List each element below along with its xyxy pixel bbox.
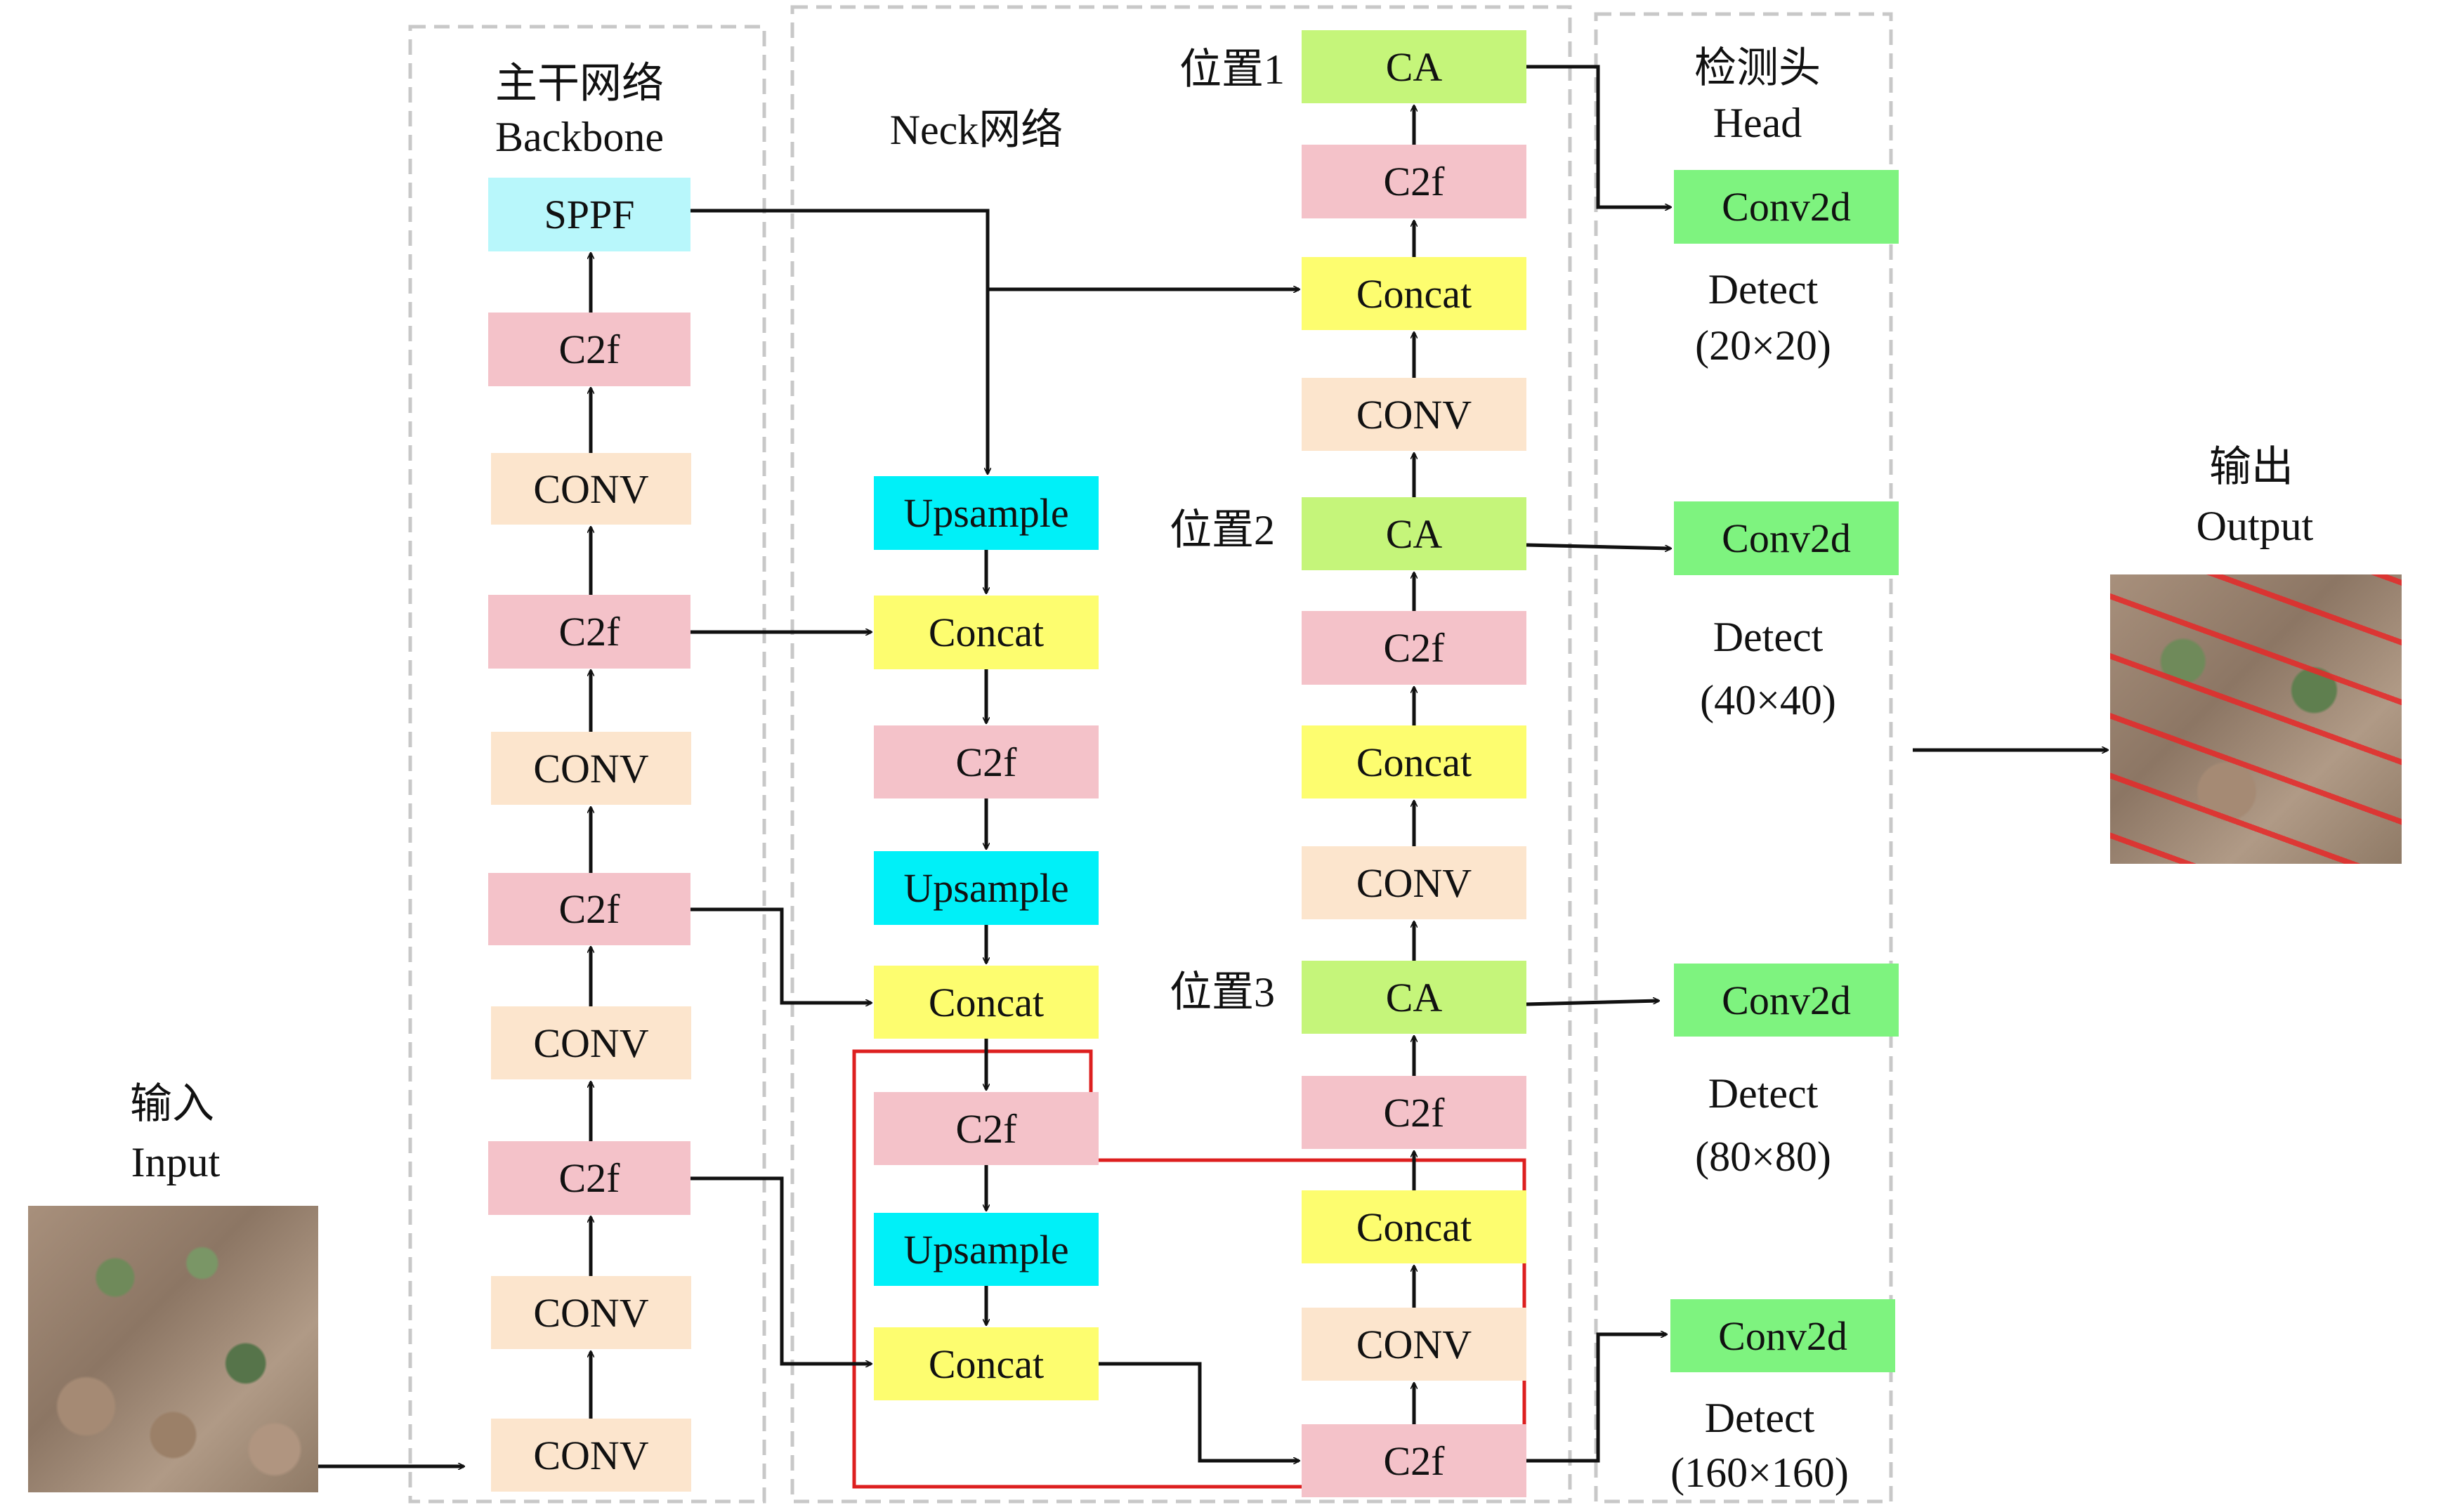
backbone-block-c2f-4: C2f xyxy=(488,1141,690,1215)
neck-ca-3: CA xyxy=(1302,961,1526,1034)
head-conv2d-3: Conv2d xyxy=(1674,964,1899,1037)
neck-c2f-6: C2f xyxy=(1302,1424,1526,1497)
neck-concat-5: Concat xyxy=(1302,725,1526,798)
position-label-1: 位置1 xyxy=(1179,46,1285,93)
input-image xyxy=(28,1206,318,1492)
neck-concat-3: Concat xyxy=(874,1327,1099,1400)
head-title-en: Head xyxy=(1713,100,1802,146)
backbone-title-cn: 主干网络 xyxy=(495,60,664,107)
head-conv2d-4: Conv2d xyxy=(1670,1299,1895,1372)
connection-arrow-21 xyxy=(1099,1362,1299,1461)
detect-size-3: (80×80) xyxy=(1695,1133,1831,1180)
backbone-block-c2f-3: C2f xyxy=(488,873,690,945)
highlight-region xyxy=(852,1049,1526,1489)
head-title-cn: 检测头 xyxy=(1694,45,1821,91)
neck-concat-2: Concat xyxy=(874,966,1099,1039)
position-label-3: 位置3 xyxy=(1170,969,1275,1015)
head-conv2d-2: Conv2d xyxy=(1674,501,1899,575)
neck-concat-1: Concat xyxy=(874,596,1099,669)
connection-arrow-13 xyxy=(690,1176,871,1364)
detect-label-1: Detect xyxy=(1708,266,1819,313)
head-conv2d-1: Conv2d xyxy=(1674,170,1899,244)
neck-c2f-5: C2f xyxy=(1302,1076,1526,1149)
input-label-cn: 输入 xyxy=(130,1081,214,1127)
input-label-en: Input xyxy=(131,1139,221,1185)
detect-size-4: (160×160) xyxy=(1670,1449,1849,1496)
detect-label-2: Detect xyxy=(1713,614,1824,660)
neck-concat-6: Concat xyxy=(1302,1190,1526,1263)
neck-ca-2: CA xyxy=(1302,497,1526,570)
backbone-block-sppf: SPPF xyxy=(488,178,690,251)
detect-size-1: (20×20) xyxy=(1695,322,1831,369)
detect-label-3: Detect xyxy=(1708,1070,1819,1117)
neck-c2f-3: C2f xyxy=(1302,145,1526,218)
connection-arrow-10 xyxy=(690,209,988,473)
neck-conv-2: CONV xyxy=(1302,846,1526,919)
connection-arrow-12 xyxy=(690,907,871,1003)
neck-upsample-1: Upsample xyxy=(874,476,1099,550)
neck-title: Neck网络 xyxy=(889,107,1063,153)
neck-upsample-2: Upsample xyxy=(874,851,1099,925)
output-label-en: Output xyxy=(2196,503,2314,549)
backbone-block-conv-2: CONV xyxy=(491,732,691,805)
connection-arrow-36 xyxy=(1526,543,1670,548)
detect-size-2: (40×40) xyxy=(1700,677,1836,723)
head-group-box xyxy=(1594,12,1893,1504)
neck-conv-3: CONV xyxy=(1302,1308,1526,1381)
detect-label-4: Detect xyxy=(1704,1395,1815,1441)
connection-arrow-37 xyxy=(1526,1001,1658,1006)
neck-ca-1: CA xyxy=(1302,30,1526,103)
backbone-title-en: Backbone xyxy=(495,114,664,160)
backbone-block-conv-4: CONV xyxy=(491,1276,691,1349)
backbone-block-c2f-2: C2f xyxy=(488,595,690,669)
output-image xyxy=(2110,574,2402,864)
connection-arrow-38 xyxy=(1526,1334,1666,1463)
position-label-2: 位置2 xyxy=(1170,507,1275,553)
output-label-cn: 输出 xyxy=(2209,444,2293,490)
backbone-block-conv-1: CONV xyxy=(491,453,691,525)
backbone-group-box xyxy=(408,25,766,1504)
backbone-block-c2f-1: C2f xyxy=(488,313,690,386)
neck-group-box xyxy=(790,5,1572,1504)
neck-concat-4: Concat xyxy=(1302,257,1526,330)
connection-arrow-35 xyxy=(1526,65,1670,207)
backbone-block-conv-3: CONV xyxy=(491,1006,691,1079)
neck-conv-1: CONV xyxy=(1302,378,1526,451)
neck-c2f-4: C2f xyxy=(1302,611,1526,685)
neck-c2f-1: C2f xyxy=(874,725,1099,798)
backbone-block-conv-5: CONV xyxy=(491,1419,691,1492)
neck-upsample-3: Upsample xyxy=(874,1213,1099,1286)
neck-c2f-2: C2f xyxy=(874,1092,1099,1165)
